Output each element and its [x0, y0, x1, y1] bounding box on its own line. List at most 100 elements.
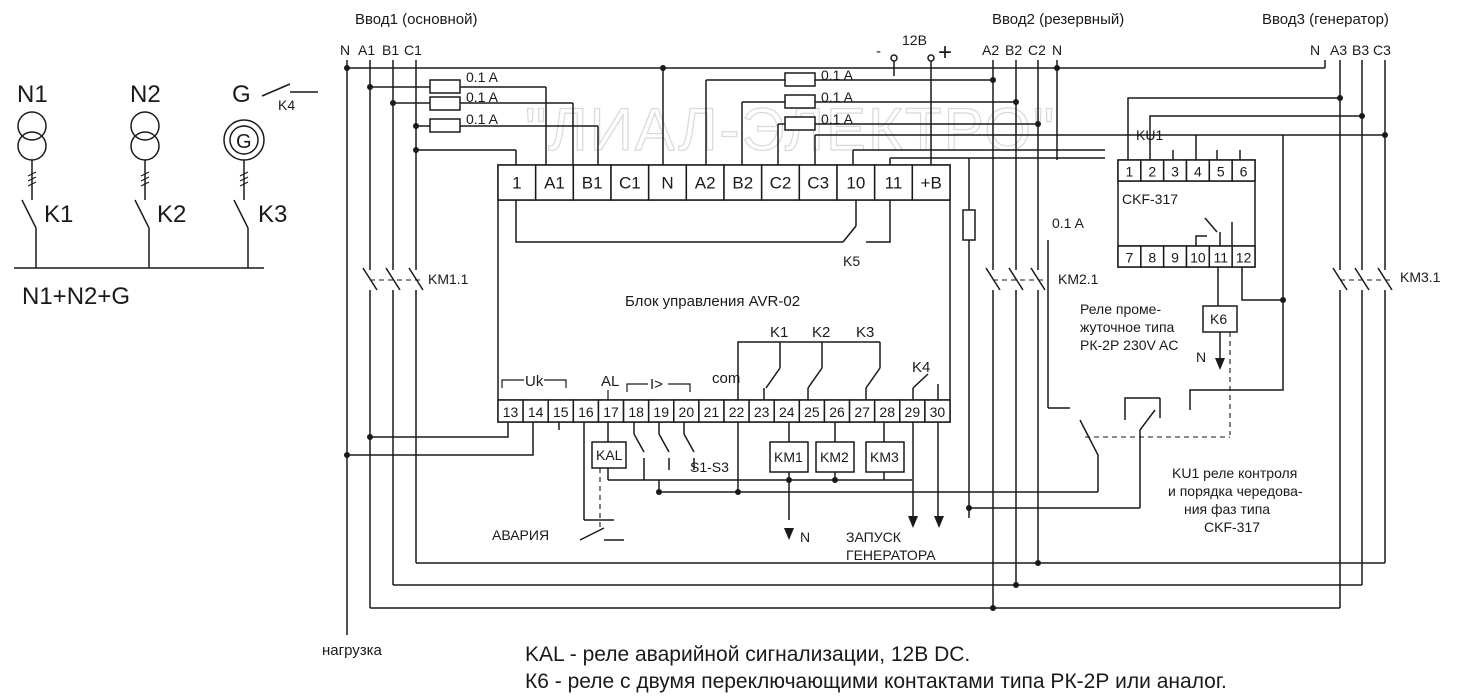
- svg-text:+: +: [938, 39, 952, 66]
- avr-top-terminal-box-1: [534, 164, 575, 201]
- coil-km2: [815, 441, 855, 473]
- svg-text:РК-2Р 230V AC: РК-2Р 230V AC: [1080, 337, 1178, 353]
- avr-top-terminal-label-4: N: [661, 174, 673, 193]
- svg-text:-: -: [876, 43, 881, 60]
- ckf-top-pin-box-5: [1231, 159, 1256, 182]
- svg-text:com: com: [712, 370, 740, 387]
- switch-label-k1: K1: [44, 201, 73, 228]
- ckf-bottom-pin-label-2: 9: [1171, 250, 1179, 266]
- avr-labels-lower: Uk AL I> com: [501, 370, 740, 400]
- ckf-bottom-pin-label-3: 10: [1190, 250, 1206, 266]
- svg-text:N: N: [340, 42, 350, 58]
- ckf-wiring: K6: [1047, 68, 1362, 438]
- ckf-top-pin-label-1: 2: [1148, 164, 1156, 180]
- alarm-switch: [579, 527, 624, 541]
- svg-text:KU1 реле контроля: KU1 реле контроля: [1172, 465, 1297, 481]
- avr-bottom-terminal-label-1: 14: [528, 404, 544, 420]
- footer-line-1: KAL - реле аварийной сигнализации, 12В D…: [525, 643, 970, 666]
- svg-text:KM3: KM3: [870, 449, 899, 465]
- contactor-label-km11: KM1.1: [428, 271, 469, 287]
- avr-bottom-terminal-label-9: 22: [729, 404, 745, 420]
- k6-neutral-label: N: [1196, 349, 1206, 365]
- switch-k2-icon: [134, 199, 150, 229]
- svg-text:A3: A3: [1330, 42, 1347, 58]
- side-fuse-label: 0.1 A: [1052, 215, 1085, 231]
- ckf-model-label: CKF-317: [1122, 191, 1178, 207]
- avr-top-terminal-label-3: C1: [619, 174, 641, 193]
- svg-text:C3: C3: [1373, 42, 1391, 58]
- input-2-buses: [985, 60, 1060, 608]
- avr-top-terminal-label-9: 10: [846, 174, 865, 193]
- svg-text:0.1 A: 0.1 A: [821, 89, 854, 105]
- avr-bottom-terminal-label-8: 21: [704, 404, 720, 420]
- avr-top-terminal-label-11: +B: [921, 174, 942, 193]
- avr-top-terminal-box-6: [723, 164, 763, 201]
- avr-top-terminal-label-10: 11: [885, 174, 903, 193]
- generator-icon: G: [223, 119, 265, 161]
- svg-text:12В: 12В: [902, 32, 927, 48]
- ckf-top-pin-label-4: 5: [1217, 164, 1225, 180]
- svg-text:A2: A2: [982, 42, 999, 58]
- svg-text:жуточное типа: жуточное типа: [1080, 319, 1175, 335]
- avr-top-terminal-box-11: [911, 164, 951, 201]
- avr-top-terminal-label-5: A2: [695, 174, 716, 193]
- svg-text:0.1 A: 0.1 A: [466, 111, 499, 127]
- transformer-n2-icon: [130, 111, 160, 161]
- phase-labels-input-2: A2 B2 C2 N: [982, 42, 1062, 58]
- avr-bottom-terminal-label-6: 19: [653, 404, 669, 420]
- avr-title: Блок управления AVR-02: [625, 293, 800, 310]
- svg-text:N: N: [1052, 42, 1062, 58]
- lower-wiring: KAL S1-S3 KM1 KM2 KM3: [344, 409, 1156, 540]
- svg-text:K3: K3: [856, 324, 874, 341]
- avr-bottom-terminal-label-4: 17: [603, 404, 619, 420]
- source-label-n2: N2: [130, 81, 161, 108]
- input-wiring: [347, 60, 1388, 165]
- avr-top-terminal-label-6: B2: [732, 174, 753, 193]
- gen-start-label-1: ЗАПУСК: [846, 529, 902, 545]
- svg-text:B1: B1: [382, 42, 399, 58]
- avr-top-terminal-label-8: C3: [807, 174, 829, 193]
- avr-bottom-terminal-label-12: 25: [804, 404, 820, 420]
- svg-text:C1: C1: [404, 42, 422, 58]
- avr-bottom-terminal-label-16: 29: [905, 404, 921, 420]
- bus-label: N1+N2+G: [22, 283, 130, 310]
- ckf-top-pin-label-0: 1: [1126, 164, 1134, 180]
- coil-kal: [591, 441, 627, 469]
- source-label-g: G: [232, 81, 251, 108]
- switch-k3-icon: [233, 199, 249, 229]
- svg-text:G: G: [236, 131, 252, 153]
- ckf-bottom-pin-label-0: 7: [1126, 250, 1134, 266]
- avr-bottom-terminal-label-11: 24: [779, 404, 795, 420]
- avr-bottom-terminal-label-0: 13: [503, 404, 519, 420]
- avr-bottom-terminal-label-5: 18: [628, 404, 644, 420]
- avr-bottom-terminal-label-7: 20: [679, 404, 695, 420]
- ckf-bottom-pin-box-5: [1231, 245, 1256, 268]
- avr-top-terminal-box-7: [760, 164, 801, 201]
- ckf-bottom-pin-label-4: 11: [1213, 250, 1228, 266]
- svg-text:K2: K2: [812, 324, 830, 341]
- load-buses: [370, 560, 1385, 611]
- gen-start-label-2: ГЕНЕРАТОРА: [846, 547, 936, 563]
- avr-bottom-terminal-label-2: 15: [553, 404, 569, 420]
- k-relay-contacts: K1 K2 K3 K4: [737, 324, 939, 400]
- ckf-bottom-pin-label-1: 8: [1148, 250, 1156, 266]
- side-fuse: [962, 158, 976, 518]
- input-3-title: Ввод3 (генератор): [1262, 11, 1389, 28]
- ckf-bottom-pin-label-5: 12: [1236, 250, 1252, 266]
- svg-text:K5: K5: [843, 253, 860, 269]
- coil-km3: [865, 441, 905, 473]
- svg-text:I>: I>: [650, 376, 663, 393]
- svg-text:Uk: Uk: [525, 373, 544, 390]
- source-label-n1: N1: [17, 81, 48, 108]
- svg-text:K6: K6: [1210, 311, 1227, 327]
- avr-top-terminal-label-7: C2: [770, 174, 792, 193]
- svg-text:C2: C2: [1028, 42, 1046, 58]
- alarm-label: АВАРИЯ: [492, 527, 549, 543]
- avr-top-terminal-label-1: A1: [544, 174, 565, 193]
- neutral-label-n: N: [800, 529, 810, 545]
